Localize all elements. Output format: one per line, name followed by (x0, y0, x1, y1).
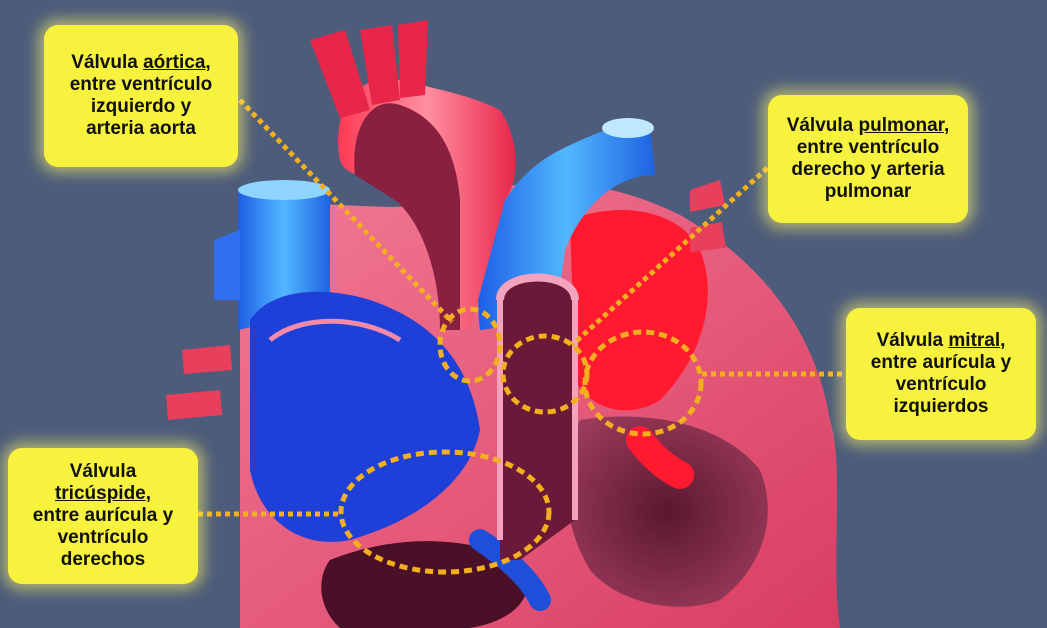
callout-line: entre aurícula y (871, 352, 1011, 374)
interventricular-septum (500, 278, 575, 561)
callout-line: ventrículo (896, 374, 987, 396)
callout-comma: , (944, 115, 949, 136)
pulmonary-valve-name: pulmonar (859, 115, 945, 136)
mitral-valve-name: mitral (948, 330, 1000, 351)
callout-word: Válvula (70, 461, 137, 483)
callout-comma: , (205, 52, 210, 73)
callout-line: entre aurícula y (33, 505, 173, 527)
callout-line: izquierdos (893, 396, 988, 418)
callout-line: izquierdo y (91, 96, 191, 118)
pulmonary-veins (690, 180, 726, 252)
aortic-valve-callout: Válvula aórtica, entre ventrículo izquie… (44, 25, 238, 167)
callout-line: derechos (61, 549, 145, 571)
callout-line: ventrículo (58, 527, 149, 549)
callout-comma: , (1000, 330, 1005, 351)
tricuspid-valve-callout: Válvula tricúspide, entre aurícula y ven… (8, 448, 198, 584)
mitral-valve-callout: Válvula mitral, entre aurícula y ventríc… (846, 308, 1036, 440)
callout-line: entre ventrículo (797, 137, 940, 159)
callout-word: Válvula (877, 330, 944, 351)
callout-line: pulmonar (825, 181, 912, 203)
aortic-valve-name: aórtica (143, 52, 205, 73)
callout-line: arteria aorta (86, 118, 196, 140)
callout-line: derecho y arteria (791, 159, 944, 181)
callout-line: entre ventrículo (70, 74, 213, 96)
callout-word: Válvula (787, 115, 854, 136)
pulmonary-valve-callout: Válvula pulmonar, entre ventrículo derec… (768, 95, 968, 223)
tricuspid-valve-name: tricúspide (55, 483, 146, 504)
callout-word: Válvula (71, 52, 138, 73)
callout-comma: , (146, 483, 151, 504)
